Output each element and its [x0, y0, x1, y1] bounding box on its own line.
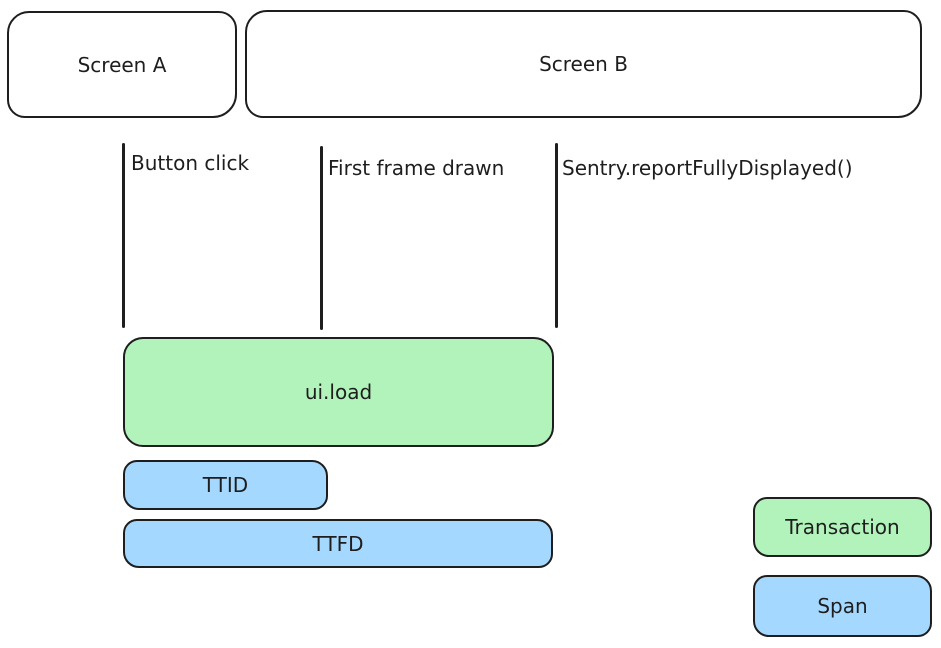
- legend-span-box: Span: [753, 575, 932, 637]
- event-line-report-fully-displayed: [555, 143, 558, 328]
- screen-a-label: Screen A: [77, 52, 167, 77]
- ui-load-label: ui.load: [304, 380, 373, 404]
- event-label-first-frame-drawn: First frame drawn: [328, 156, 505, 180]
- ttfd-label: TTFD: [312, 531, 364, 556]
- screen-b-label: Screen B: [539, 52, 628, 76]
- screen-b-box: Screen B: [245, 10, 922, 118]
- legend-span-label: Span: [817, 594, 868, 618]
- legend-transaction-label: Transaction: [785, 515, 900, 539]
- legend-transaction-box: Transaction: [753, 497, 932, 557]
- event-line-button-click: [122, 143, 125, 328]
- ttfd-span-bar: TTFD: [123, 519, 553, 568]
- event-label-button-click: Button click: [131, 151, 250, 175]
- event-label-report-fully-displayed: Sentry.reportFullyDisplayed(): [562, 156, 853, 180]
- ui-load-transaction-bar: ui.load: [123, 337, 554, 447]
- ttid-span-bar: TTID: [123, 460, 328, 510]
- screen-a-box: Screen A: [7, 11, 237, 118]
- event-line-first-frame-drawn: [320, 146, 323, 330]
- ttid-label: TTID: [202, 473, 249, 497]
